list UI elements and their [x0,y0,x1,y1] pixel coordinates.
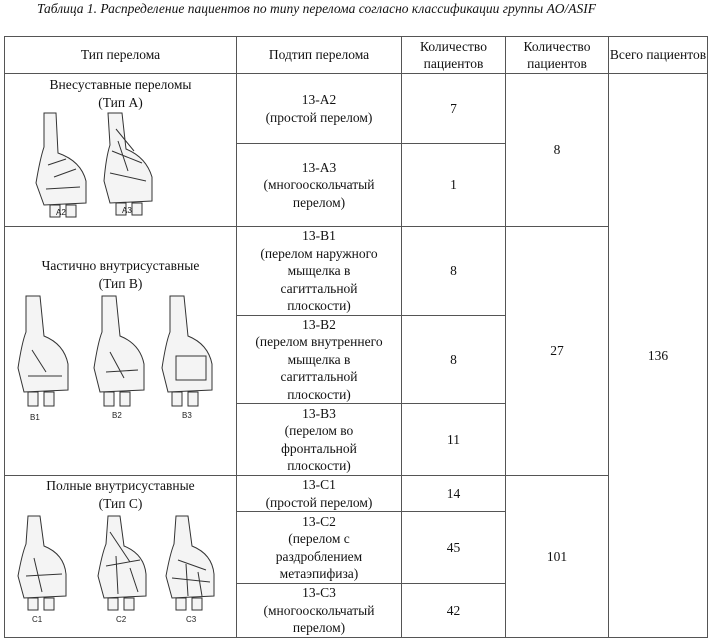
figure-label-c1: C1 [32,615,43,624]
table-row: 13-С3 (многооскольчатый перелом) 42 [5,583,708,638]
type-c-cell: Полные внутрисуставные (Тип С) C1 C2 C3 [4,475,237,638]
figure-label-b1: B1 [30,413,40,422]
count-b1: 8 [401,226,506,316]
count-c2: 45 [401,511,506,584]
type-c-fracture-illustration: C1 C2 C3 [16,515,214,624]
type-c-label: Полные внутрисуставные (Тип С) [46,478,195,511]
count-b2: 8 [401,314,506,404]
table-caption: Таблица 1. Распределение пациентов по ти… [37,1,597,16]
type-a-fracture-illustration: A2 A3 [34,112,152,218]
header-fracture-type: Тип перелома [4,36,237,74]
figure-label-c2: C2 [116,615,127,624]
count-a2: 7 [401,73,506,144]
group-count-b: 27 [505,226,609,476]
table-row: 13-А3 (многооскольчатый перелом) 1 [5,143,708,227]
header-row: Тип перелома Подтип перелома Количество … [4,36,708,74]
total-count: 136 [608,73,708,638]
count-c3: 42 [401,583,506,638]
count-b3: 11 [401,403,506,476]
group-count-a: 8 [505,73,609,227]
figure-label-b2: B2 [112,411,122,420]
table-row: Полные внутрисуставные (Тип С) C1 C2 C3 [4,475,708,638]
table-row: Частично внутрисуставные (Тип В) B1 B2 B… [4,226,708,476]
count-c1: 14 [401,475,506,512]
subtype-c2: 13-С2 (перелом с раздроблением метаэпифи… [236,511,402,584]
table-row: Внесуставные переломы (Тип А) A2 A3 13-А… [4,73,708,638]
header-total-patients: Всего пациентов [608,36,708,74]
figure-label-c3: C3 [186,615,197,624]
subtype-a2: 13-А2 (простой перелом) [236,73,402,144]
table-row: 13-В2 (перелом внутреннего мыщелка в саг… [5,314,708,404]
subtype-b2: 13-В2 (перелом внутреннего мыщелка в саг… [236,314,402,404]
header-subtype: Подтип перелома [236,36,402,74]
subtype-a3: 13-А3 (многооскольчатый перелом) [236,143,402,227]
subtype-c1: 13-С1 (простой перелом) [236,475,402,512]
subtype-b3: 13-В3 (перелом во фронтальной плоскости) [236,403,402,476]
table-row: 13-В3 (перелом во фронтальной плоскости)… [5,403,708,476]
header-group-count: Количество пациентов [505,36,609,74]
figure-label-b3: B3 [182,411,192,420]
group-count-c: 101 [505,475,609,638]
type-a-cell: Внесуставные переломы (Тип А) A2 A3 [4,73,237,227]
subtype-c3: 13-С3 (многооскольчатый перелом) [236,583,402,638]
type-b-label: Частично внутрисуставные (Тип В) [41,258,200,291]
figure-label-a3: A3 [122,206,132,215]
count-a3: 1 [401,143,506,227]
fracture-distribution-table: Тип перелома Подтип перелома Количество … [4,36,708,638]
figure-label-a2: A2 [56,208,66,217]
type-a-label: Внесуставные переломы (Тип А) [49,77,192,110]
table-row: 13-С2 (перелом с раздроблением метаэпифи… [5,511,708,584]
subtype-b1: 13-В1 (перелом наружного мыщелка в сагит… [236,226,402,316]
type-b-fracture-illustration: B1 B2 B3 [16,295,212,422]
header-patient-count: Количество пациентов [401,36,506,74]
type-b-cell: Частично внутрисуставные (Тип В) B1 B2 B… [4,226,237,476]
